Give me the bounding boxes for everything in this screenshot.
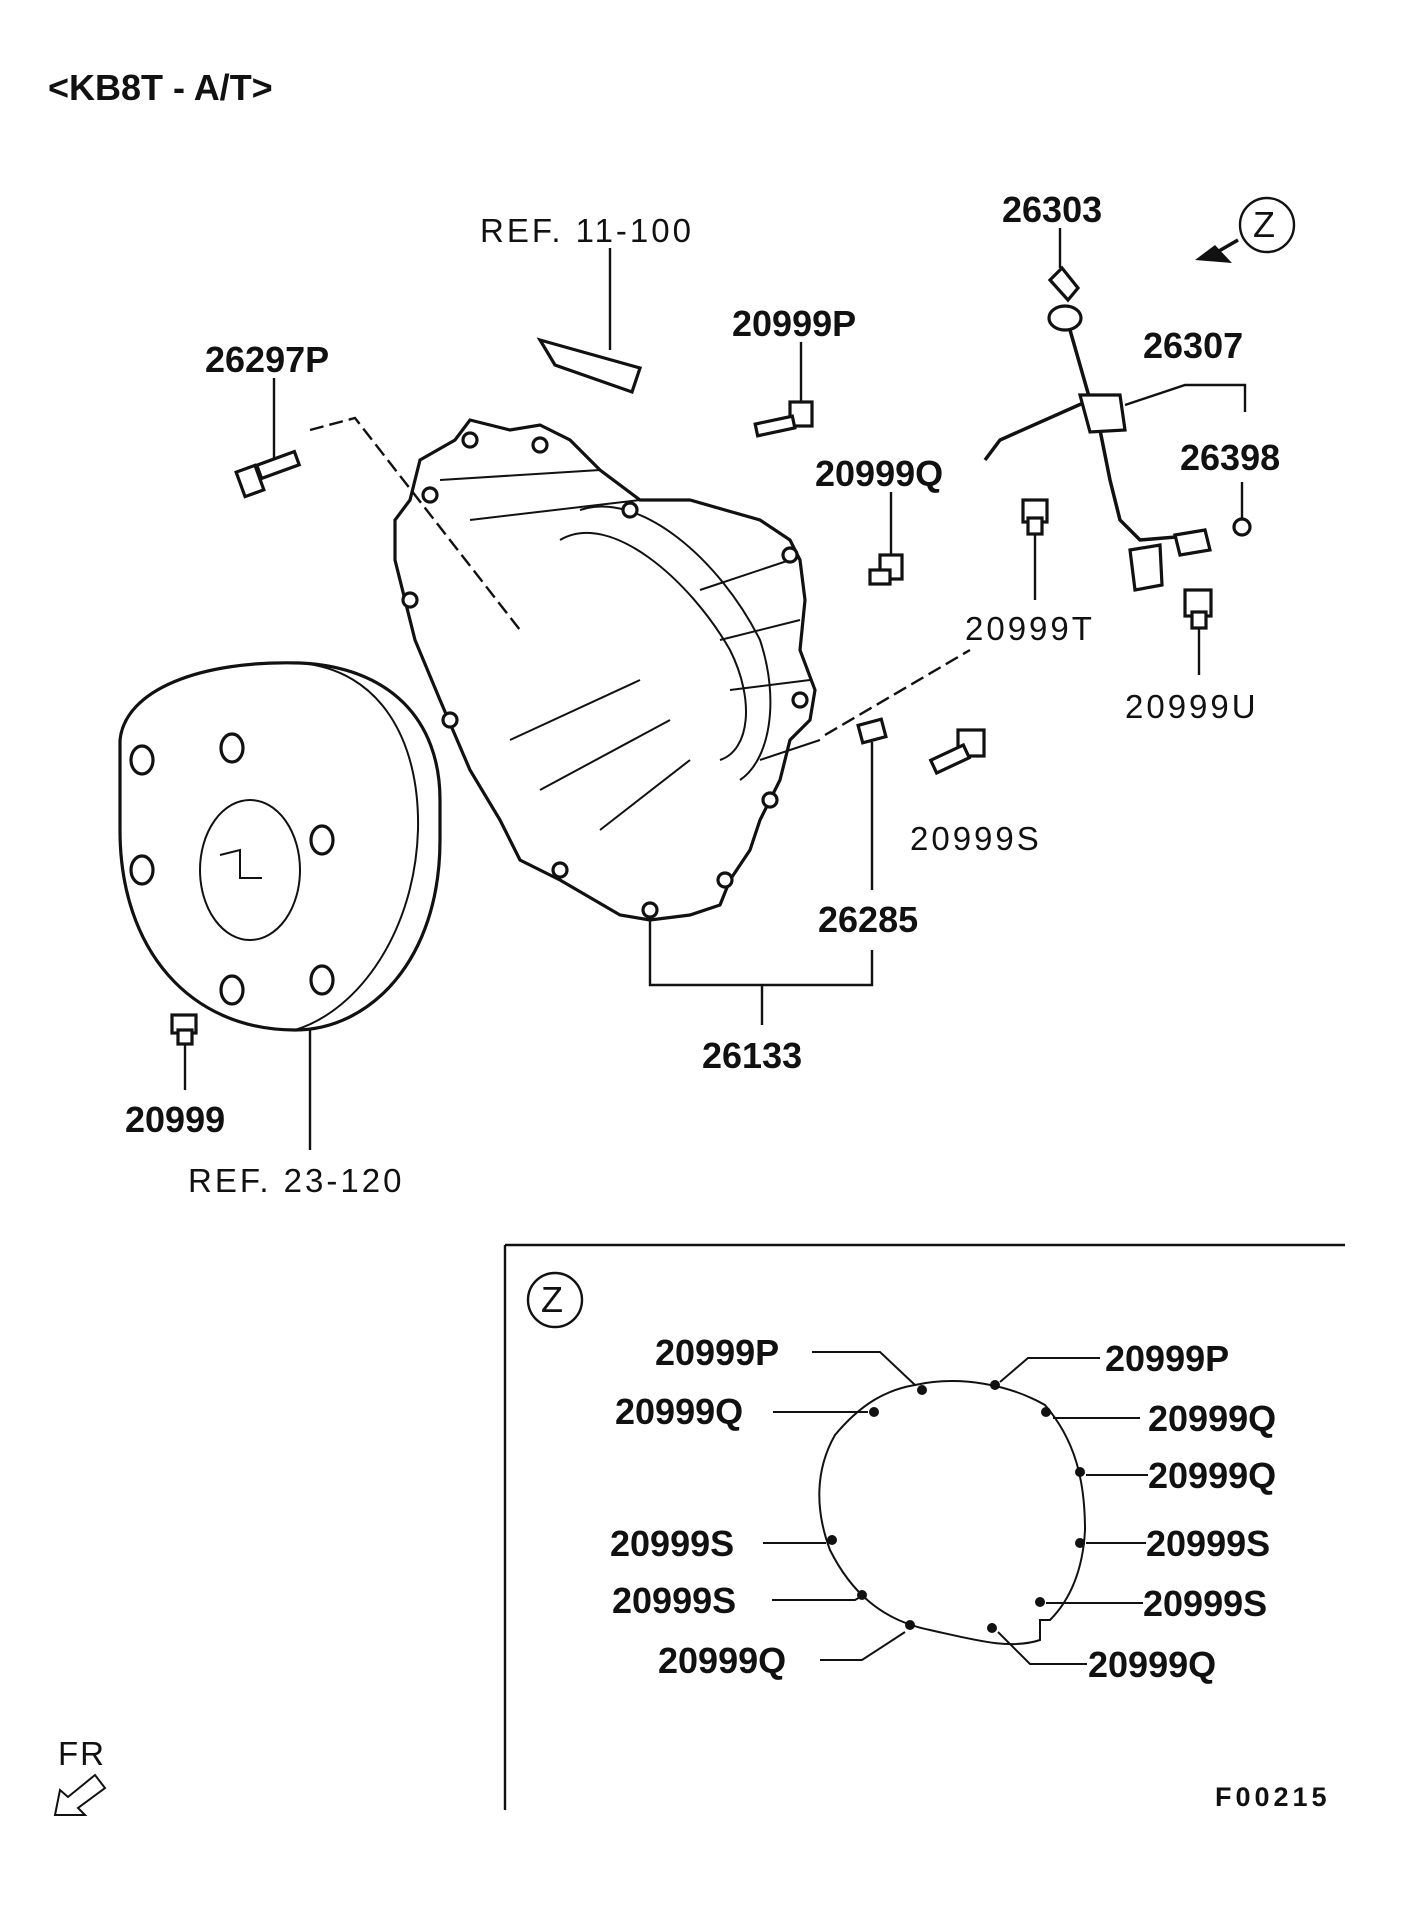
bolt-26297p: 26297P — [205, 339, 521, 631]
inset-label-left-20999q-bottom: 20999Q — [658, 1640, 786, 1681]
inset-leaders — [763, 1351, 1148, 1665]
callout-20999p-main: 20999P — [732, 303, 856, 344]
callout-20999q-main: 20999Q — [815, 453, 943, 494]
inset-view-z: Z 20999P — [503, 1243, 1345, 1810]
dipstick-assembly: 26303 26307 26398 — [983, 189, 1280, 592]
converter-lug-group — [129, 732, 335, 1006]
torque-converter — [118, 661, 442, 1032]
inset-bolt-points — [827, 1380, 1085, 1633]
bracket-26133: 26133 — [648, 920, 874, 1076]
front-label: FR — [58, 1735, 106, 1772]
callout-20999: 20999 — [125, 1099, 225, 1140]
bolt-20999s: 20999S — [910, 728, 1042, 857]
callout-26133: 26133 — [702, 1035, 802, 1076]
front-direction-indicator: FR — [53, 1735, 107, 1816]
callout-26398: 26398 — [1180, 437, 1280, 478]
bolt-20999t: 20999T — [965, 498, 1095, 647]
inset-label-left-20999q-top: 20999Q — [615, 1391, 743, 1432]
inset-label-right-20999q-mid: 20999Q — [1148, 1455, 1276, 1496]
dowel-26285: 26285 — [818, 648, 971, 940]
inset-label-right-20999s-upper: 20999S — [1146, 1523, 1270, 1564]
figure-code: F00215 — [1215, 1782, 1331, 1812]
inset-label-left-20999p: 20999P — [655, 1332, 779, 1373]
callout-20999t: 20999T — [965, 610, 1095, 647]
inset-label-left-20999s-upper: 20999S — [610, 1523, 734, 1564]
callout-26303: 26303 — [1002, 189, 1102, 230]
bolt-20999u: 20999U — [1125, 588, 1259, 725]
front-arrow-icon — [53, 1773, 107, 1816]
transmission-housing — [393, 418, 821, 922]
callout-26297p: 26297P — [205, 339, 329, 380]
view-z-letter: Z — [1253, 204, 1275, 245]
callout-20999u: 20999U — [1125, 688, 1259, 725]
callout-26285: 26285 — [818, 899, 918, 940]
callout-ref-23-120: REF. 23-120 — [188, 1162, 404, 1199]
ref-11-100-tube: REF. 11-100 — [480, 212, 694, 395]
callout-26307: 26307 — [1143, 325, 1243, 366]
inset-label-left-20999s-lower: 20999S — [612, 1580, 736, 1621]
inset-z-letter: Z — [541, 1279, 563, 1320]
inset-label-right-20999q-top: 20999Q — [1148, 1398, 1276, 1439]
ref-23-120-leader: REF. 23-120 — [188, 1030, 404, 1199]
bolt-20999q: 20999Q — [815, 453, 943, 586]
bolt-20999p: 20999P — [732, 303, 856, 438]
inset-label-right-20999q-bottom: 20999Q — [1088, 1644, 1216, 1685]
inset-label-right-20999p: 20999P — [1105, 1338, 1229, 1379]
bolt-20999: 20999 — [125, 1013, 225, 1140]
diagram-title: <KB8T - A/T> — [48, 67, 273, 108]
callout-ref-11-100: REF. 11-100 — [480, 212, 694, 249]
callout-20999s-main: 20999S — [910, 820, 1042, 857]
inset-label-right-20999s-lower: 20999S — [1143, 1583, 1267, 1624]
view-z-marker: Z — [1195, 196, 1296, 263]
housing-bolt-holes — [401, 431, 809, 919]
